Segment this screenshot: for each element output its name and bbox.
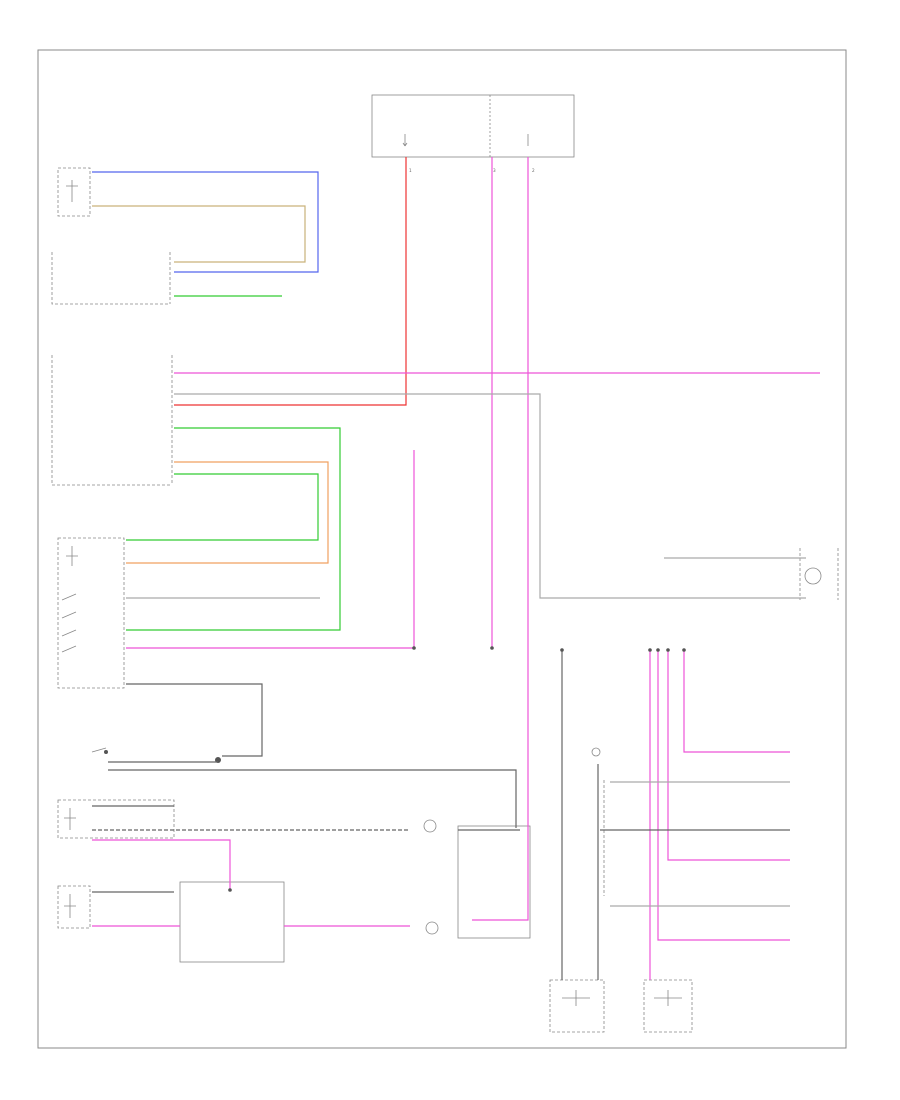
mirror-left bbox=[57, 885, 91, 929]
splice-dot-7 bbox=[682, 648, 686, 652]
fuse-pin-3: 2 bbox=[532, 168, 535, 173]
fuse-pin-1: 1 bbox=[409, 168, 412, 173]
diagram-frame bbox=[37, 49, 847, 1049]
wire-pink-r2 bbox=[657, 650, 790, 941]
wire-black-horn bbox=[174, 393, 806, 599]
wiper-switch bbox=[57, 537, 125, 689]
wire-black-brake bbox=[108, 761, 517, 828]
bcm-connector-1 bbox=[51, 252, 171, 305]
fuse-block: 1 3 2 bbox=[371, 94, 575, 173]
wire-pink-r4 bbox=[683, 650, 790, 753]
splice-dot-3 bbox=[560, 648, 564, 652]
relay-left bbox=[549, 979, 605, 1033]
wire-orange bbox=[126, 461, 329, 564]
wire-pink-fuse-2 bbox=[472, 157, 529, 921]
mirror-module bbox=[179, 881, 285, 963]
relay-right bbox=[643, 979, 693, 1033]
horn bbox=[799, 548, 839, 600]
wire-red bbox=[174, 157, 407, 406]
wire-black-wiper bbox=[126, 683, 263, 757]
splice-dot-6 bbox=[666, 648, 670, 652]
connector-block bbox=[423, 819, 531, 939]
bcm-connector-2 bbox=[51, 355, 173, 486]
splice-dot-2 bbox=[412, 646, 416, 650]
right-connector bbox=[591, 747, 605, 896]
splice-dot-5 bbox=[656, 648, 660, 652]
wire-pink-r3 bbox=[667, 650, 790, 861]
wire-tan bbox=[92, 205, 306, 263]
wire-green-2 bbox=[126, 473, 319, 541]
splice-dot-1 bbox=[490, 646, 494, 650]
wire-blue bbox=[92, 171, 319, 273]
mirror-right bbox=[57, 799, 175, 839]
wire-green-1 bbox=[126, 427, 341, 631]
wire-pink-wiper bbox=[126, 450, 415, 649]
brake-switch bbox=[91, 747, 108, 754]
wire-pink-mirror-r bbox=[92, 839, 231, 890]
splice-dot-4 bbox=[648, 648, 652, 652]
washer-pump bbox=[57, 167, 91, 217]
fuse-pin-2: 3 bbox=[493, 168, 496, 173]
splice-dot-8 bbox=[228, 888, 232, 892]
